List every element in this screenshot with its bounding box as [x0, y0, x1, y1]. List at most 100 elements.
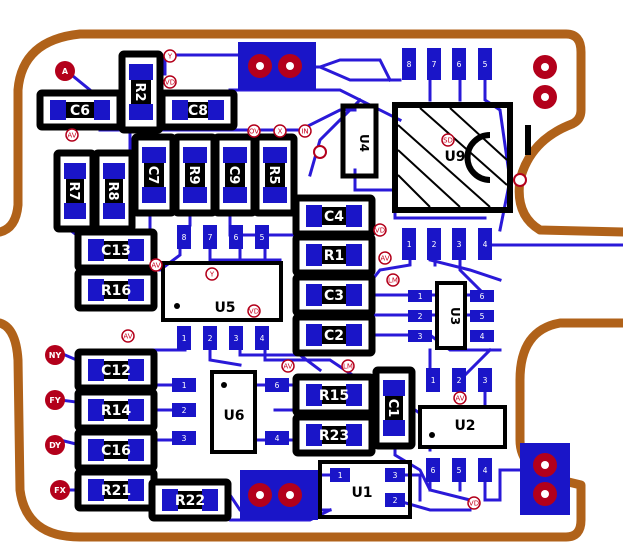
ic-pin — [470, 310, 494, 322]
part-r5: R5 — [252, 133, 298, 217]
ic-pin — [402, 228, 416, 260]
via — [205, 267, 219, 281]
part-label: R15 — [319, 388, 349, 404]
pad — [142, 147, 166, 163]
via-label: VD — [469, 500, 479, 508]
via — [313, 145, 327, 159]
ic-pin — [265, 378, 289, 392]
ic-pin — [408, 330, 432, 342]
via-label: AV — [283, 363, 292, 371]
tp-fx-label: FX — [54, 486, 66, 495]
part-r7: R7 — [53, 149, 97, 233]
via — [247, 304, 261, 318]
pin-number: 4 — [275, 434, 280, 443]
ic-u3: U3 — [435, 281, 467, 350]
part-c1: C1 — [372, 366, 416, 450]
pad — [88, 279, 104, 301]
pad — [88, 479, 104, 501]
pad — [346, 205, 362, 227]
pad — [346, 384, 362, 406]
ic-u5: U5 — [161, 261, 283, 322]
part-label: R2 — [132, 82, 147, 101]
part-c8: C8 — [158, 89, 238, 131]
ic-u1: U1 — [318, 460, 412, 519]
ic-pin — [478, 48, 492, 80]
ic-pin — [426, 458, 440, 482]
via-label: LM — [343, 363, 353, 371]
pad — [202, 489, 218, 511]
ic-u4: U4 — [340, 103, 379, 179]
pad — [128, 359, 144, 381]
pin-number: 3 — [182, 434, 187, 443]
pad — [64, 203, 86, 219]
ic-pin — [229, 326, 243, 350]
pad — [50, 100, 66, 120]
part-r14: R14 — [74, 388, 158, 432]
via-label: VD — [165, 79, 175, 87]
u1-label: U1 — [351, 485, 372, 501]
via-label: X — [278, 128, 283, 136]
part-c12: C12 — [74, 348, 158, 392]
pin-number: 4 — [483, 240, 488, 249]
part-label: R23 — [319, 428, 349, 444]
ic-pin — [229, 225, 243, 249]
part-label: C4 — [324, 209, 344, 225]
ic-pin — [408, 310, 432, 322]
part-label: R14 — [101, 403, 132, 419]
pad — [183, 187, 207, 203]
tp-dy-label: DY — [49, 441, 61, 450]
via — [273, 124, 287, 138]
pin-number: 1 — [182, 334, 187, 343]
pad — [383, 380, 405, 396]
pad — [128, 479, 144, 501]
pad — [128, 239, 144, 261]
pad — [346, 324, 362, 346]
part-c7: C7 — [131, 133, 177, 217]
pad — [346, 424, 362, 446]
part-r9: R9 — [172, 133, 218, 217]
ic-u2: U2 — [418, 405, 507, 449]
via — [513, 173, 527, 187]
part-r1: R1 — [292, 233, 376, 277]
mount-holes — [533, 55, 557, 109]
ic-pin — [478, 458, 492, 482]
ic-pin — [385, 468, 405, 482]
via-label: Y — [209, 271, 215, 279]
ic-pin — [255, 225, 269, 249]
pin-number: 3 — [393, 471, 398, 480]
part-c4: C4 — [292, 194, 376, 238]
ic-pin — [426, 368, 440, 392]
ic-pin — [452, 458, 466, 482]
pin-number: 3 — [483, 376, 488, 385]
part-label: C3 — [324, 288, 344, 304]
ic-u6: U6 — [210, 370, 257, 454]
pin-number: 4 — [483, 466, 488, 475]
via-label: AV — [455, 395, 464, 403]
part-c13: C13 — [74, 228, 158, 272]
ic-pin — [470, 330, 494, 342]
via-label: LM — [388, 277, 398, 285]
part-label: C2 — [324, 328, 344, 344]
pad — [263, 147, 287, 163]
pad — [208, 100, 224, 120]
board-outline — [0, 29, 623, 542]
ic-pin — [402, 48, 416, 80]
part-label: R8 — [105, 181, 120, 200]
pin-number: 6 — [457, 60, 462, 69]
pin-number: 1 — [338, 471, 343, 480]
via — [149, 258, 163, 272]
via-label: IN — [301, 128, 308, 136]
pad — [94, 100, 110, 120]
part-r2: R2 — [118, 50, 164, 134]
pad — [223, 187, 247, 203]
via-label: VD — [249, 308, 259, 316]
pin-number: 2 — [208, 334, 213, 343]
pad — [128, 439, 144, 461]
via — [453, 391, 467, 405]
pad — [306, 244, 322, 266]
ic-pin — [177, 225, 191, 249]
pad — [346, 244, 362, 266]
via-label: SD — [443, 137, 453, 145]
pad — [306, 205, 322, 227]
